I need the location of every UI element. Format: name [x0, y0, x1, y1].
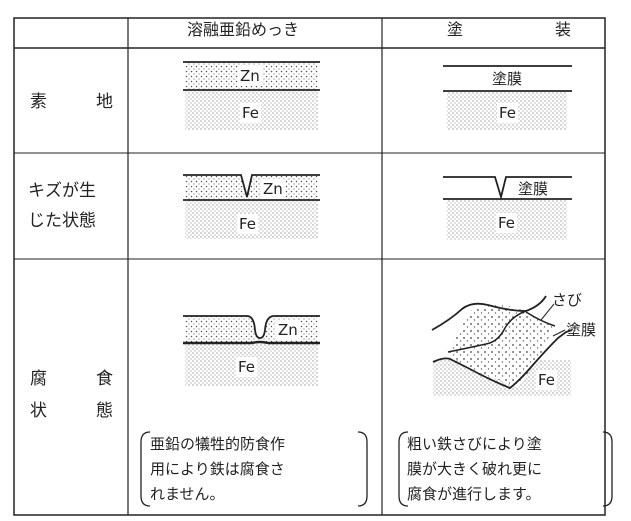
galvanized-note: 亜鉛の犠牲的防食作 用により鉄は腐食さ れません。: [150, 432, 285, 507]
fe-label: Fe: [240, 103, 262, 123]
fe-label: Fe: [496, 213, 518, 233]
zn-label: Zn: [261, 179, 285, 199]
painted-note-line2: 膜が大きく破れ更に: [407, 460, 543, 478]
coating-label: 塗膜: [492, 70, 523, 88]
header-galvanizing: 溶融亜鉛めっき: [187, 20, 300, 39]
row-label-corrosion-char3: 状: [30, 401, 47, 421]
painted-note-bracket: [398, 431, 613, 507]
table-grid: [13, 17, 606, 516]
row-label-corrosion-char4: 態: [96, 401, 113, 421]
coating-label: 塗膜: [566, 321, 597, 339]
painted-note: 粗い鉄さびにより塗 膜が大きく破れ更に 腐食が進行します。: [407, 432, 542, 507]
fe-label: Fe: [237, 214, 259, 234]
galvanized-note-bracket: [140, 431, 368, 507]
galvanized-note-line3: れません。: [150, 485, 225, 503]
fe-label: Fe: [497, 103, 519, 123]
header-painting-char2: 装: [555, 20, 572, 39]
galvanized-note-line1: 亜鉛の犠牲的防食作: [150, 435, 286, 453]
painted-note-line1: 粗い鉄さびにより塗: [407, 435, 542, 453]
zn-label: Zn: [276, 320, 300, 340]
row-label-base-char2: 地: [96, 92, 113, 112]
galvanized-base-diagram: [183, 61, 320, 130]
rust-label: さび: [552, 291, 583, 309]
row-label-scratch-line2: じた状態: [28, 211, 96, 231]
row-label-corrosion-char1: 腐: [30, 369, 47, 389]
row-label-scratch-line1: キズが生: [28, 181, 96, 201]
galvanized-note-line2: 用により鉄は腐食さ: [150, 460, 285, 478]
zn-label: Zn: [238, 66, 262, 86]
coating-label: 塗膜: [518, 180, 549, 198]
painted-note-line3: 腐食が進行します。: [407, 485, 541, 503]
row-label-corrosion-char2: 食: [96, 369, 113, 389]
fe-label: Fe: [536, 370, 558, 390]
header-painting-char1: 塗: [447, 20, 464, 39]
fe-label: Fe: [236, 357, 258, 377]
row-label-base-char1: 素: [30, 92, 47, 112]
